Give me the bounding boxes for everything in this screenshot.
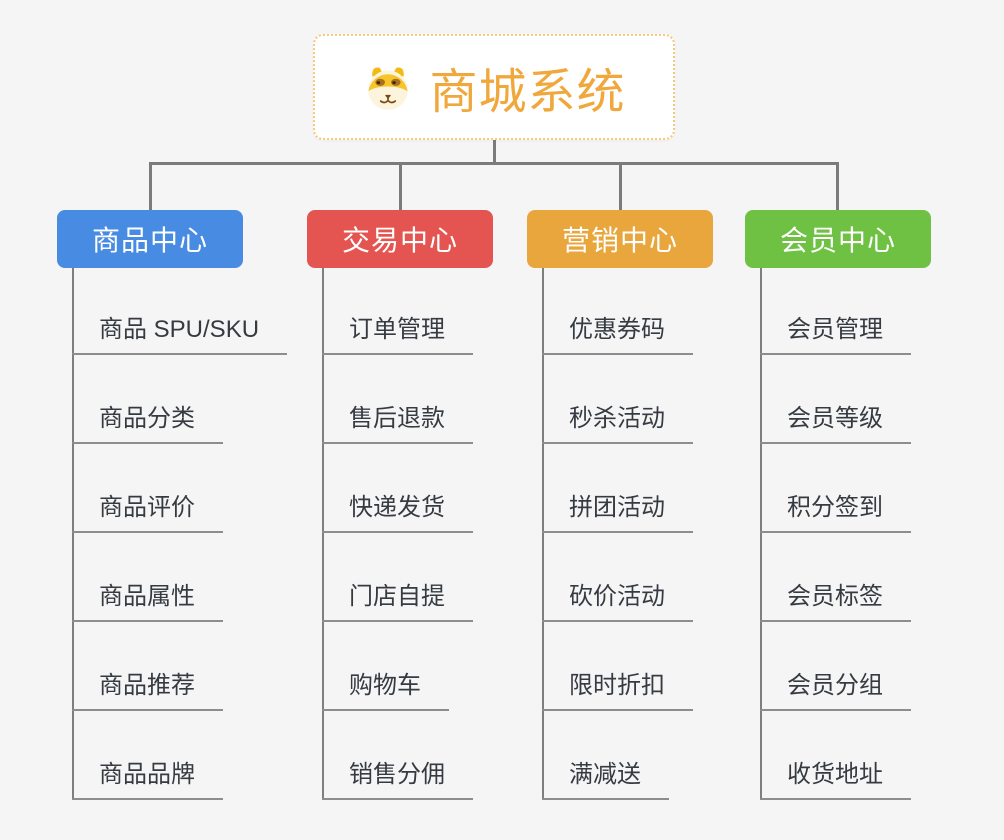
- connector-drop-1: [149, 162, 152, 212]
- leaf-item[interactable]: 会员管理: [760, 313, 911, 355]
- leaf-item[interactable]: 满减送: [542, 758, 669, 800]
- connector-drop-2: [399, 162, 402, 212]
- leaf-item[interactable]: 门店自提: [322, 580, 473, 622]
- leaf-item[interactable]: 商品分类: [72, 402, 223, 444]
- leaf-item[interactable]: 售后退款: [322, 402, 473, 444]
- leaf-item[interactable]: 购物车: [322, 669, 449, 711]
- leaf-item[interactable]: 会员标签: [760, 580, 911, 622]
- leaf-item[interactable]: 砍价活动: [542, 580, 693, 622]
- leaf-item[interactable]: 商品评价: [72, 491, 223, 533]
- leaf-item[interactable]: 商品属性: [72, 580, 223, 622]
- leaf-item[interactable]: 限时折扣: [542, 669, 693, 711]
- branch-trunk-3: [542, 268, 544, 800]
- leaf-item[interactable]: 商品品牌: [72, 758, 223, 800]
- leaf-item[interactable]: 秒杀活动: [542, 402, 693, 444]
- root-title: 商城系统: [429, 66, 626, 119]
- root-node[interactable]: 商城系统: [313, 34, 675, 140]
- leaf-item[interactable]: 销售分佣: [322, 758, 473, 800]
- shiba-dog-icon: [368, 67, 409, 110]
- leaf-item[interactable]: 优惠券码: [542, 313, 693, 355]
- leaf-item[interactable]: 商品推荐: [72, 669, 223, 711]
- branch-trunk-2: [322, 268, 324, 800]
- leaf-item[interactable]: 商品 SPU/SKU: [72, 313, 288, 355]
- connector-rail: [149, 162, 839, 165]
- branch-header-trade-center[interactable]: 交易中心: [307, 210, 493, 268]
- leaf-item[interactable]: 拼团活动: [542, 491, 693, 533]
- branch-trunk-4: [760, 268, 762, 800]
- connector-drop-4: [836, 162, 839, 212]
- connector-root-stem: [493, 140, 496, 164]
- leaf-item[interactable]: 收货地址: [760, 758, 911, 800]
- leaf-item[interactable]: 积分签到: [760, 491, 911, 533]
- branch-trunk-1: [72, 268, 74, 800]
- leaf-item[interactable]: 会员分组: [760, 669, 911, 711]
- leaf-item[interactable]: 会员等级: [760, 402, 911, 444]
- leaf-item[interactable]: 订单管理: [322, 313, 473, 355]
- connector-drop-3: [619, 162, 622, 212]
- leaf-item[interactable]: 快递发货: [322, 491, 473, 533]
- branch-header-product-center[interactable]: 商品中心: [57, 210, 243, 268]
- branch-header-marketing-center[interactable]: 营销中心: [527, 210, 713, 268]
- branch-header-member-center[interactable]: 会员中心: [745, 210, 931, 268]
